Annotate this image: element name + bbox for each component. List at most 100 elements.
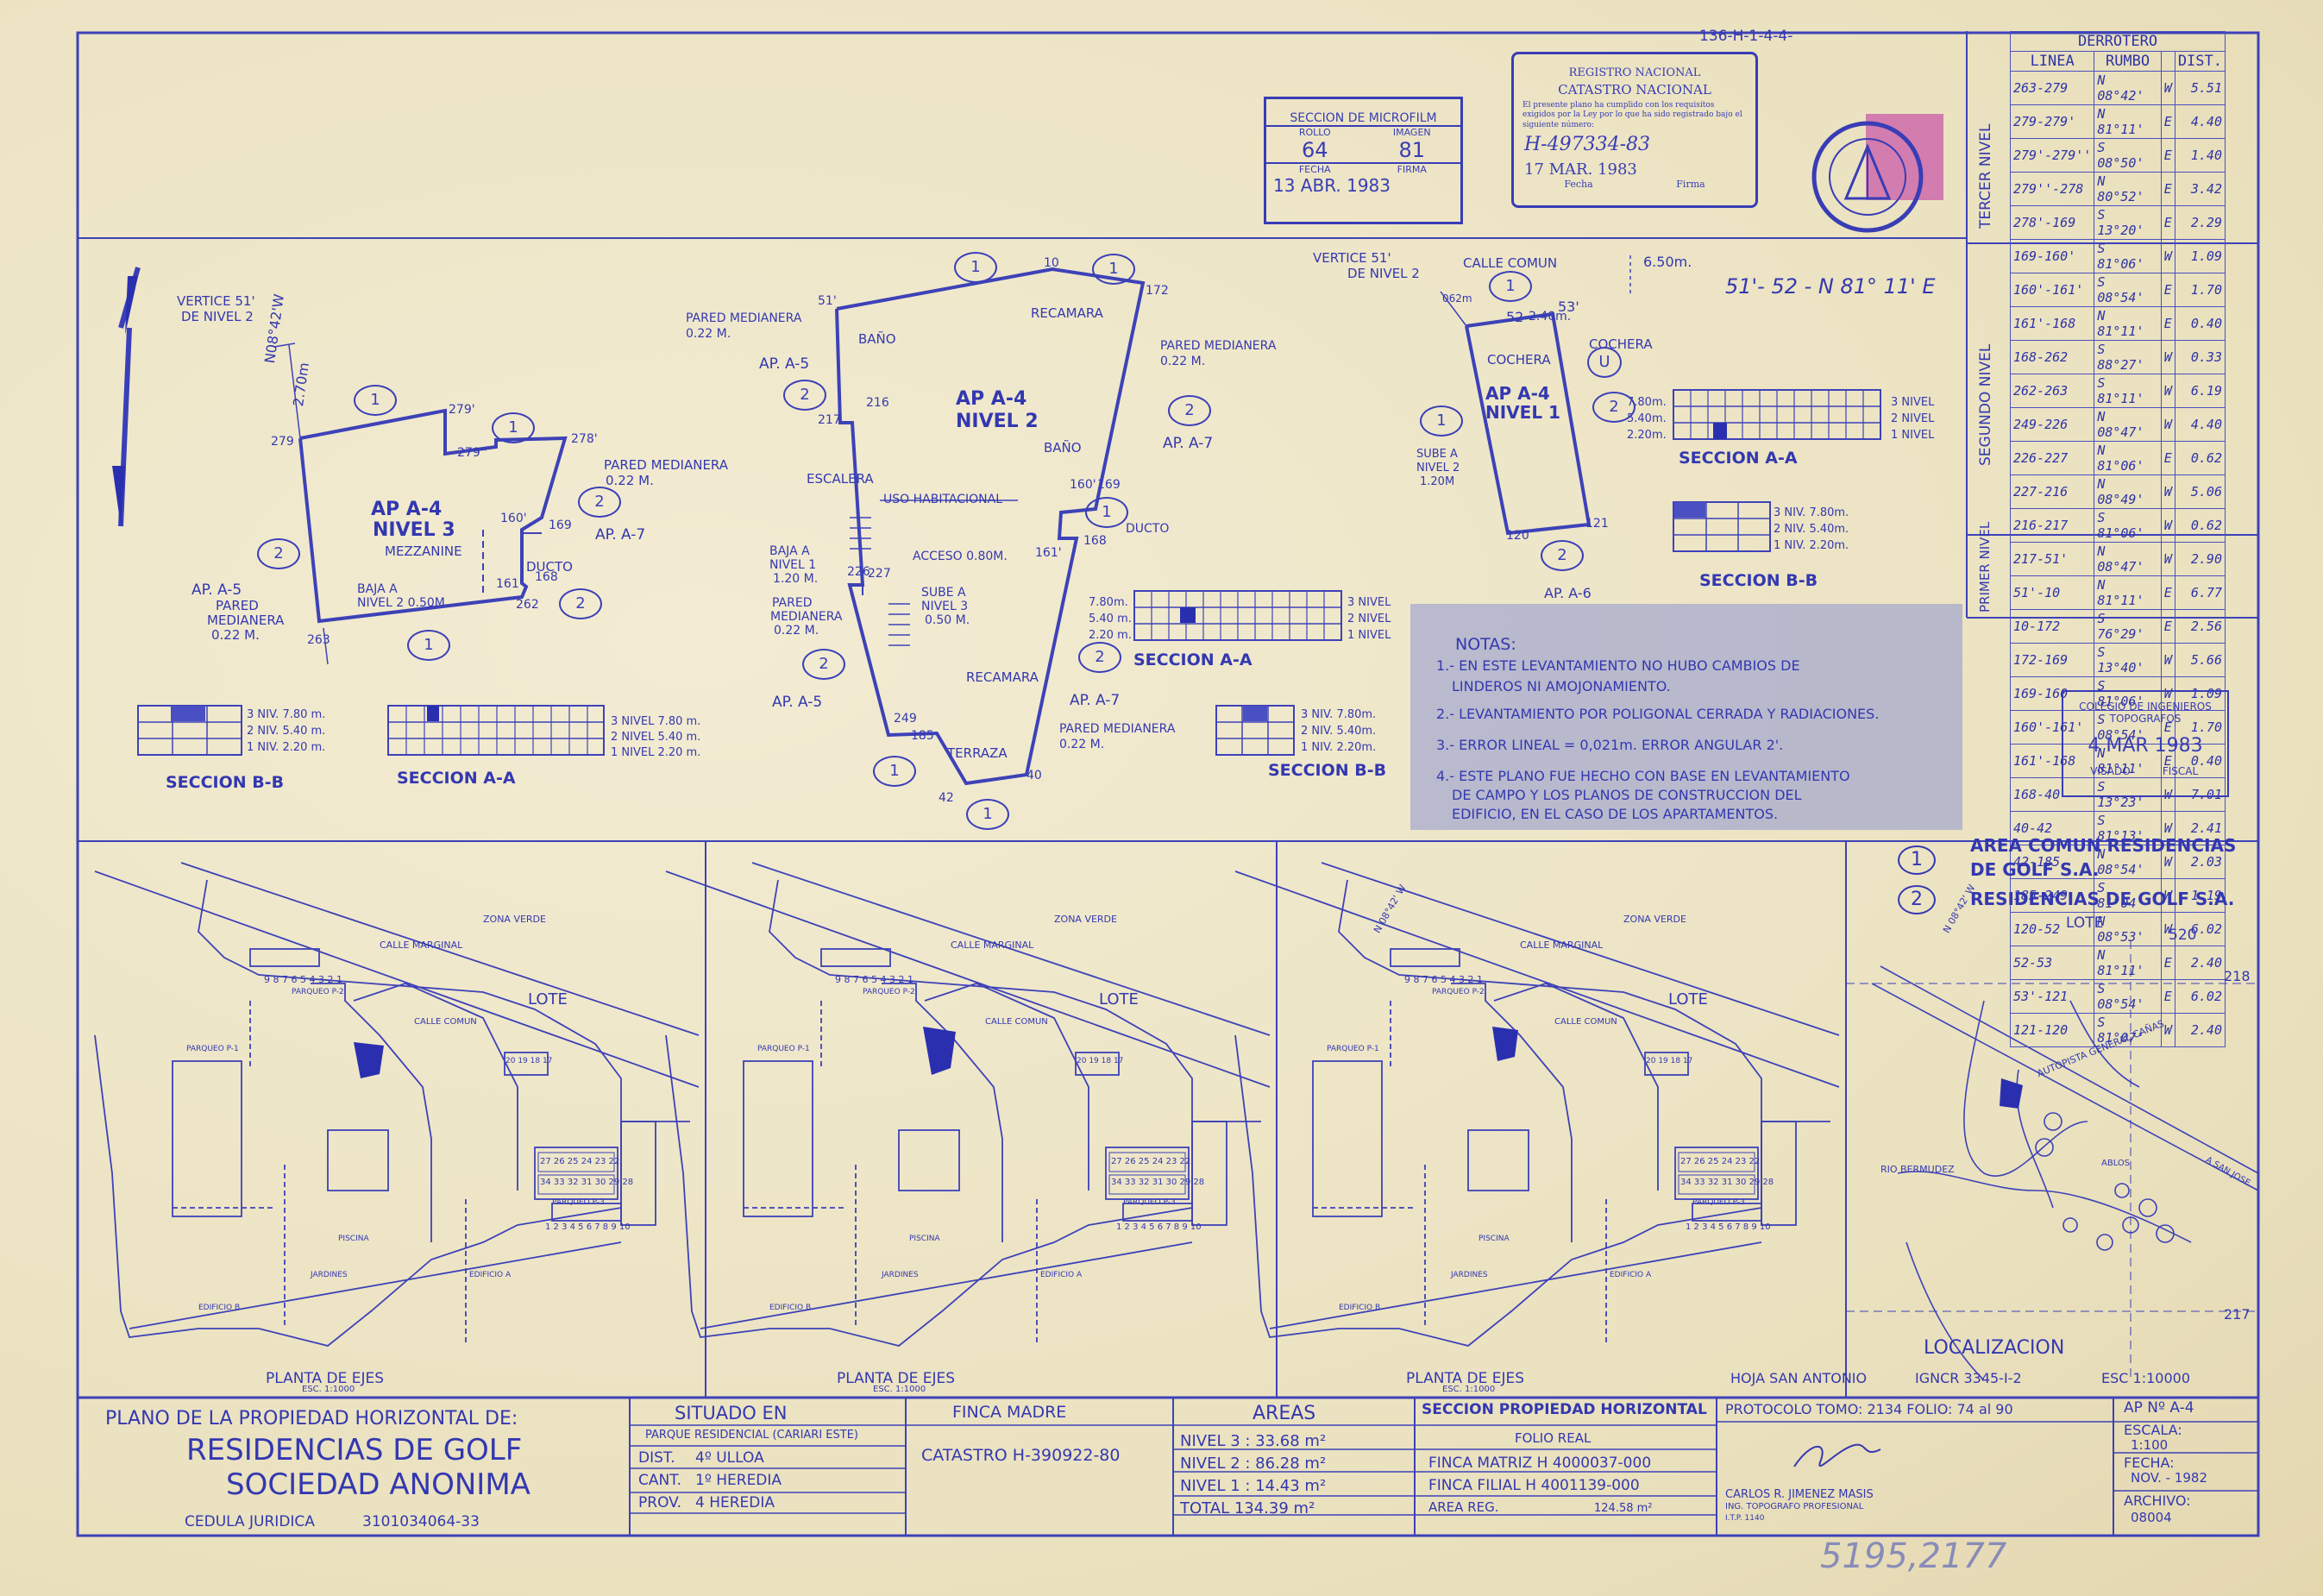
planta-piscina: PISCINA — [1479, 1235, 1510, 1243]
planta-zona-verde: ZONA VERDE — [483, 914, 546, 925]
col-linea: LINEA — [2009, 51, 2095, 72]
cell-dir: E — [2160, 575, 2175, 610]
cell-rumbo: N 81°11' — [2094, 744, 2162, 778]
planta-jardines: JARDINES — [882, 1271, 919, 1279]
cell-dir: W — [2160, 542, 2175, 576]
n1-ap-a6: AP. A-6 — [1544, 585, 1592, 601]
n1-rumbo-note: 51'- 52 - N 81° 11' E — [1725, 274, 1936, 298]
planta-parqueo-p1: PARQUEO P-1 — [757, 1045, 810, 1053]
tb-finca-madre: FINCA MADRE — [952, 1403, 1067, 1422]
cell-dir: W — [2160, 340, 2175, 374]
ownership-circle: 2 — [1168, 395, 1211, 426]
cell-linea: 169-160' — [2009, 239, 2095, 273]
n1-secaa-l1: 2.20m. — [1627, 429, 1667, 442]
planta-parqueo-p1: PARQUEO P-1 — [186, 1045, 239, 1053]
microfilm-stamp: SECCION DE MICROFILM ROLLO IMAGEN 64 81 … — [1264, 97, 1463, 224]
loc-218: 218 — [2224, 968, 2251, 984]
planta-esc: ESC. 1:1000 — [302, 1385, 355, 1394]
n3-baja: BAJA A — [357, 582, 398, 596]
n2-ducto: DUCTO — [1126, 522, 1170, 536]
n3-ducto: DUCTO — [526, 559, 573, 575]
cell-rumbo: N 08°47' — [2094, 542, 2162, 576]
cell-dir: E — [2160, 979, 2175, 1014]
colegio-stamp: COLEGIO DE INGENIEROS TOPOGRAFOS 4 MAR 1… — [2062, 690, 2229, 797]
colegio-date: 4 MAR 1983 — [2088, 735, 2203, 757]
n2-sube3: 0.50 M. — [925, 613, 970, 627]
n2-pared-b: PARED MEDIANERA — [1059, 722, 1176, 736]
tb-parque: PARQUE RESIDENCIAL (CARIARI ESTE) — [645, 1429, 858, 1442]
planta-zona-verde: ZONA VERDE — [1054, 914, 1117, 925]
cell-dir: E — [2160, 138, 2175, 173]
cell-rumbo: S 81°06' — [2094, 676, 2162, 711]
n3-pt-160: 160' — [500, 512, 527, 525]
note-1a: 1.- EN ESTE LEVANTAMIENTO NO HUBO CAMBIO… — [1436, 657, 1800, 674]
n2-acceso: ACCESO 0.80M. — [913, 550, 1008, 563]
cell-rumbo: N 81°11' — [2094, 575, 2162, 610]
cell-dist: 5.51 — [2174, 71, 2226, 105]
n3-pt-262: 262 — [516, 598, 539, 612]
n3-ap-right: AP. A-7 — [595, 526, 646, 544]
n3-mezzanine: MEZZANINE — [385, 544, 462, 559]
cell-dist: 6.77 — [2174, 575, 2226, 610]
signature-icon — [1793, 1443, 1881, 1467]
n2-pared-r: PARED MEDIANERA — [1160, 339, 1277, 353]
n3-pt-279a: 279' — [449, 403, 475, 417]
n3-sec-aa: SECCION A-A — [397, 769, 516, 788]
planta-esc: ESC. 1:1000 — [1442, 1385, 1496, 1394]
cell-dir: W — [2160, 643, 2175, 677]
cell-rumbo: N 81°06' — [2094, 441, 2162, 475]
round-seal-icon — [1811, 114, 1943, 233]
ownership-circle: 2 — [257, 538, 300, 569]
ownership-circle: 1 — [354, 385, 397, 416]
cell-rumbo: S 08°50' — [2094, 138, 2162, 173]
registro-body: El presente plano ha cumplido con los re… — [1523, 101, 1742, 129]
n2-pt-40: 40 — [1027, 769, 1042, 782]
cell-rumbo: S 88°27' — [2094, 340, 2162, 374]
ownership-circle: 2 — [1078, 642, 1121, 673]
cell-linea: 172-169 — [2009, 643, 2095, 677]
ownership-circle: 2 — [1541, 540, 1584, 571]
ownership-circle: 1 — [1420, 405, 1463, 437]
cell-linea: 160'-161' — [2009, 710, 2095, 745]
cell-rumbo: S 81°13' — [2094, 811, 2162, 845]
planta-parqueo-p2: PARQUEO P-2 — [1432, 988, 1485, 996]
colegio-foot2: FISCAL — [2162, 765, 2199, 777]
cell-dist: 1.70 — [2174, 273, 2226, 307]
cell-dir: W — [2160, 239, 2175, 273]
cell-rumbo: N 08°42' — [2094, 71, 2162, 105]
n2-recamara1: RECAMARA — [1031, 305, 1103, 321]
tb-prov-label: PROV. — [638, 1494, 681, 1511]
n2-pt-227: 227 — [868, 567, 891, 581]
n3-nivr-2: 2 NIVEL 5.40 m. — [611, 731, 701, 744]
legend-num-1: 1 — [1898, 845, 1936, 875]
n1-subtitle: NIVEL 1 — [1485, 402, 1560, 423]
n3-sec-bb: SECCION B-B — [166, 773, 285, 792]
planta-parqueo-p1: PARQUEO P-1 — [1327, 1045, 1379, 1053]
cell-rumbo: S 08°54' — [2094, 979, 2162, 1014]
n3-pt-278: 278' — [571, 432, 598, 446]
cell-dir: E — [2160, 609, 2175, 644]
n2-sec-aa: SECCION A-A — [1133, 650, 1253, 669]
planta-numbers-bottom: 1 2 3 4 5 6 7 8 9 10 — [545, 1222, 631, 1232]
n3-baja2: NIVEL 2 0.50M. — [357, 596, 449, 610]
cell-linea: 51'-10 — [2009, 575, 2095, 610]
planta-block-small: 20 19 18 17 — [1077, 1057, 1124, 1065]
planta-block1: 27 26 25 24 23 22 — [1680, 1157, 1761, 1166]
cell-dir: E — [2160, 306, 2175, 341]
cell-linea: 42-185 — [2009, 845, 2095, 879]
loc-ignr: IGNCR 3345-I-2 — [1915, 1370, 2022, 1386]
n2-pared-m2: MEDIANERA — [770, 610, 843, 624]
rollo-label: ROLLO — [1298, 127, 1331, 138]
n1-pt-120: 120 — [1506, 529, 1529, 543]
cell-linea: 279-279' — [2009, 104, 2095, 139]
n1-pt-062: 062m — [1442, 292, 1472, 305]
cell-rumbo: S 13°40' — [2094, 643, 2162, 677]
cell-linea: 53'-121 — [2009, 979, 2095, 1014]
